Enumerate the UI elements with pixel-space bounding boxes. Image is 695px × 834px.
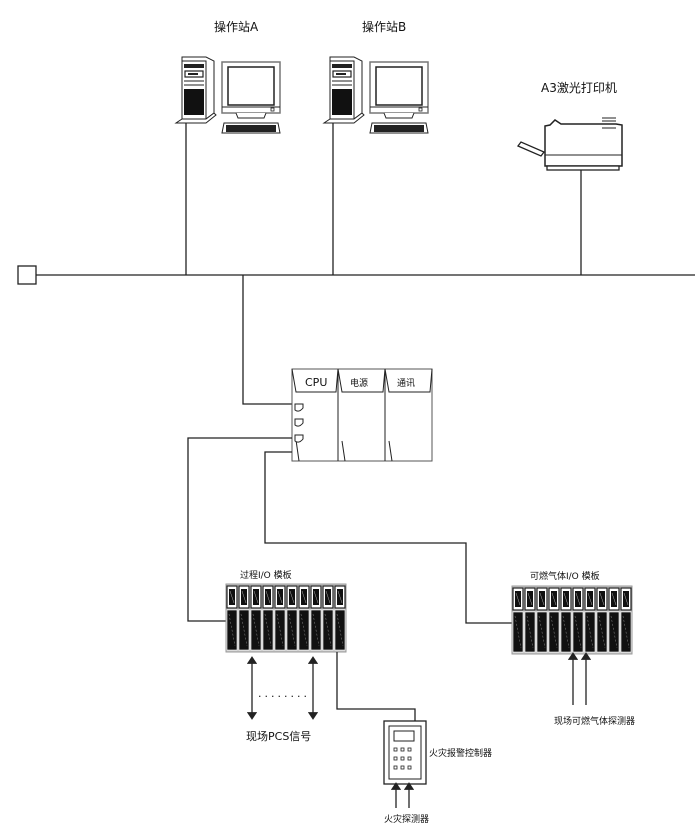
io-slot	[238, 585, 250, 651]
fire-detector: 火灾探测器	[384, 782, 429, 825]
keypad-button-icon	[407, 747, 412, 752]
io-slot	[226, 585, 238, 651]
printer-label: A3激光打印机	[541, 81, 617, 95]
io-slot	[584, 587, 596, 653]
signals-ellipsis: ........	[258, 687, 310, 700]
io-slot	[286, 585, 298, 651]
io-slot	[334, 585, 346, 651]
cpu-label: CPU	[305, 376, 327, 389]
io-slot	[548, 587, 560, 653]
keypad-button-icon	[400, 747, 405, 752]
cpu-module: CPU	[291, 368, 339, 462]
laser-printer: A3激光打印机	[516, 81, 623, 275]
process-io-rack: 过程I/O 模板	[225, 569, 347, 653]
field-pcs-signals: ........ 现场PCS信号	[246, 656, 319, 743]
io-slot	[524, 587, 536, 653]
io-slot	[298, 585, 310, 651]
keypad-button-icon	[400, 765, 405, 770]
io-slot	[596, 587, 608, 653]
keypad-button-icon	[407, 765, 412, 770]
controller-to-gas-io-link	[264, 451, 512, 624]
process-io-to-fire-controller-link	[336, 652, 416, 721]
gas-detector: 现场可燃气体探测器	[554, 652, 635, 727]
io-slot	[620, 587, 632, 653]
bus-terminator	[17, 265, 37, 285]
io-slot	[250, 585, 262, 651]
io-slot	[512, 587, 524, 653]
gas-detector-label: 现场可燃气体探测器	[554, 715, 635, 727]
keypad-button-icon	[393, 765, 398, 770]
fire-alarm-controller: 火灾报警控制器	[383, 720, 492, 785]
port-icon	[294, 434, 304, 443]
fire-detector-label: 火灾探测器	[384, 813, 429, 825]
field-pcs-label: 现场PCS信号	[246, 729, 311, 743]
io-slot	[262, 585, 274, 651]
power-label: 电源	[350, 377, 368, 389]
controller-to-process-io-link	[187, 437, 292, 622]
keypad-button-icon	[400, 756, 405, 761]
keypad-button-icon	[393, 747, 398, 752]
bus-to-controller-link	[242, 275, 292, 405]
comm-module: 通讯	[384, 368, 433, 462]
process-io-label: 过程I/O 模板	[240, 569, 292, 581]
io-slot	[274, 585, 286, 651]
display-icon	[393, 730, 415, 742]
workstation-b: 操作站B	[323, 19, 429, 275]
workstation-a: 操作站A	[175, 19, 281, 275]
workstation-computer-icon	[175, 56, 281, 134]
io-slot	[608, 587, 620, 653]
workstation-b-label: 操作站B	[362, 19, 406, 34]
plc-controller-rack: CPU 电源 通讯	[291, 368, 433, 462]
gas-io-rack: 可燃气体I/O 模板	[511, 570, 633, 655]
keypad	[393, 747, 412, 770]
comm-label: 通讯	[397, 378, 415, 389]
io-slot	[322, 585, 334, 651]
port-icon	[294, 403, 304, 412]
gas-io-label: 可燃气体I/O 模板	[530, 570, 600, 582]
io-slot	[310, 585, 322, 651]
keypad-button-icon	[393, 756, 398, 761]
workstation-a-label: 操作站A	[214, 19, 259, 34]
power-module: 电源	[337, 368, 386, 462]
printer-icon	[516, 117, 623, 171]
io-slot	[560, 587, 572, 653]
fire-controller-label: 火灾报警控制器	[429, 747, 492, 759]
keypad-button-icon	[407, 756, 412, 761]
port-icon	[294, 418, 304, 427]
io-slot	[536, 587, 548, 653]
io-slot	[572, 587, 584, 653]
workstation-computer-icon	[323, 56, 429, 134]
